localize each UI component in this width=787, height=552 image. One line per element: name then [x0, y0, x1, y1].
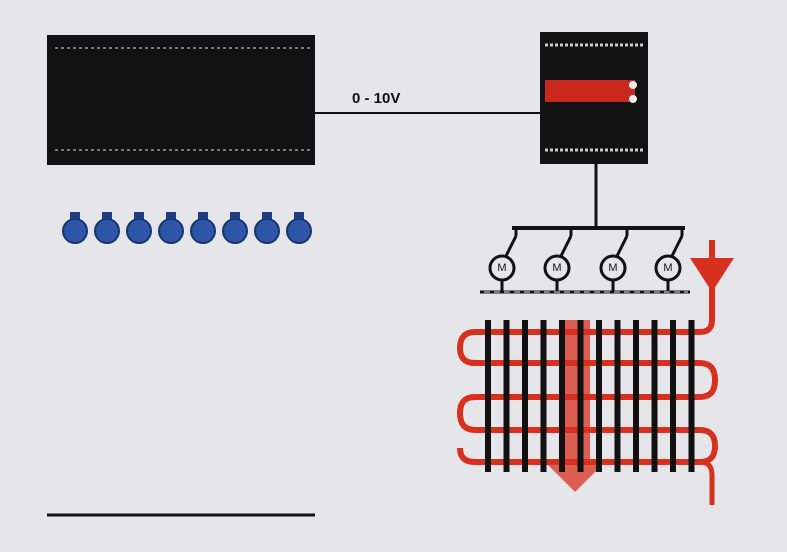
push-button [126, 212, 152, 244]
coil-fin [577, 320, 584, 472]
coil-fin [614, 320, 621, 472]
coil-fin [485, 320, 491, 472]
coil-fin [596, 320, 602, 472]
coil-fin [540, 320, 547, 472]
coil-fin [503, 320, 510, 472]
push-button [62, 212, 88, 244]
coil-fin [633, 320, 639, 472]
airflow-arrow-icon [548, 320, 602, 492]
push-button [254, 212, 280, 244]
coil-fin [651, 320, 658, 472]
coil-fin [688, 320, 695, 472]
output-module [540, 32, 648, 164]
motor-label: M [552, 262, 561, 274]
push-button [94, 212, 120, 244]
damper-motor: M [543, 228, 573, 292]
damper-motor: M [654, 228, 684, 292]
coil-fin [522, 320, 528, 472]
coil-pipe [456, 240, 719, 465]
push-button [158, 212, 184, 244]
heating-coil [456, 240, 734, 505]
push-button [286, 212, 312, 244]
coil-fin [559, 320, 565, 472]
inlet-arrow-icon [690, 258, 734, 292]
push-button [222, 212, 248, 244]
push-button [190, 212, 216, 244]
signal-label: 0 - 10V [352, 90, 400, 107]
motor-label: M [663, 262, 672, 274]
motor-label: M [497, 262, 506, 274]
damper-motor: M [599, 228, 629, 292]
motor-label: M [608, 262, 617, 274]
damper-motor: M [488, 228, 518, 292]
coil-fin [670, 320, 676, 472]
button-row [62, 212, 312, 244]
controller-unit [47, 35, 315, 165]
